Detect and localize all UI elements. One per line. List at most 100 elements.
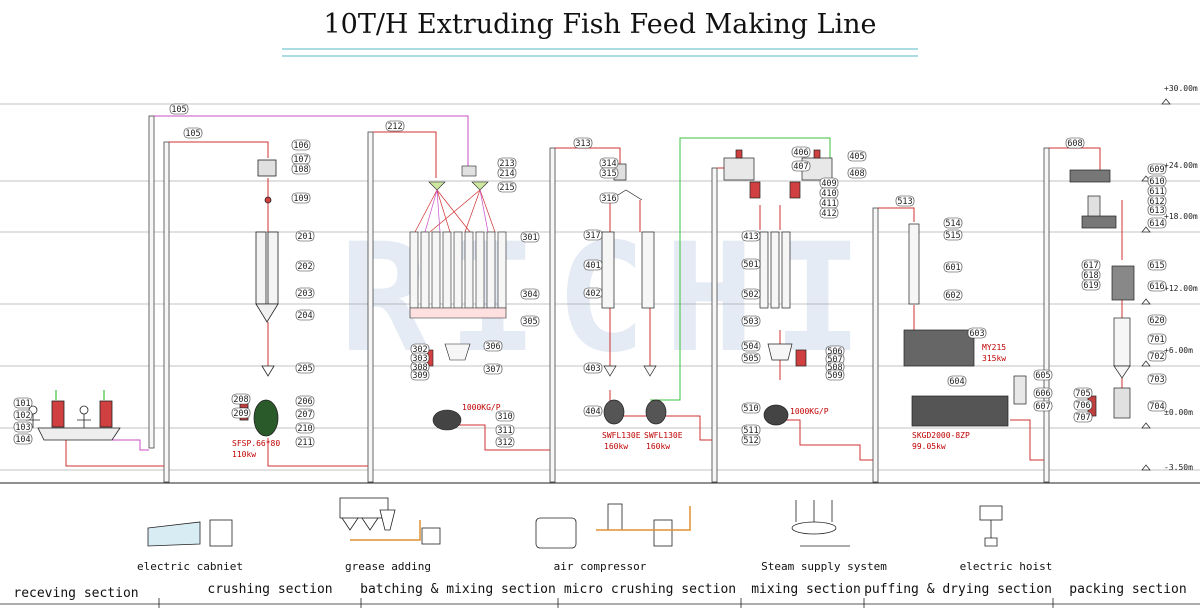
equipment-tag: 601 bbox=[943, 261, 963, 273]
equipment-tag: 614 bbox=[1147, 217, 1167, 229]
equipment-tag-label: 102 bbox=[15, 411, 30, 421]
equipment-tag-label: 310 bbox=[497, 412, 512, 422]
equipment-tag: 617 bbox=[1081, 259, 1101, 271]
equipment-tag-label: 105 bbox=[171, 105, 186, 115]
equipment-tag-label: 701 bbox=[1149, 335, 1164, 345]
equipment-tag-label: 309 bbox=[412, 371, 427, 381]
diagram-title: 10T/H Extruding Fish Feed Making Line bbox=[323, 9, 876, 40]
equipment-tag: 707 bbox=[1073, 411, 1093, 423]
equipment-tag: 607 bbox=[1033, 400, 1053, 412]
batching-bins bbox=[409, 165, 507, 431]
equipment-tag-label: 306 bbox=[485, 342, 500, 352]
equipment-tag-label: 312 bbox=[497, 438, 512, 448]
equipment-tag: 205 bbox=[295, 362, 315, 374]
equipment-tag: 701 bbox=[1147, 333, 1167, 345]
machine-label: 110kw bbox=[232, 450, 256, 459]
equipment-tag-label: 201 bbox=[297, 232, 312, 242]
equipment-tag: 304 bbox=[520, 288, 540, 300]
equipment-tag: 314 bbox=[599, 157, 619, 169]
equipment-tag: 403 bbox=[583, 362, 603, 374]
machine-label: SKGD2000-8ZP bbox=[912, 431, 970, 440]
equipment-tag: 212 bbox=[385, 120, 405, 132]
equipment-tag: 105 bbox=[169, 103, 189, 115]
equipment-tag-label: 105 bbox=[185, 129, 200, 139]
equipment-tag: 305 bbox=[520, 315, 540, 327]
mixing-equipment bbox=[723, 149, 833, 426]
crushing-equipment bbox=[239, 159, 279, 437]
equipment-tag-label: 619 bbox=[1083, 281, 1098, 291]
equipment-tag-label: 617 bbox=[1083, 261, 1098, 271]
level-label: +24.00m bbox=[1164, 161, 1198, 170]
equipment-tag-label: 704 bbox=[1149, 402, 1164, 412]
equipment-tag: 404 bbox=[583, 405, 603, 417]
equipment-tag-label: 303 bbox=[412, 354, 427, 364]
section-name: puffing & drying section bbox=[864, 582, 1052, 597]
equipment-tag: 315 bbox=[599, 167, 619, 179]
equipment-tag: 704 bbox=[1147, 400, 1167, 412]
equipment-tag-label: 401 bbox=[585, 261, 600, 271]
equipment-tag: 605 bbox=[1033, 369, 1053, 381]
equipment-tag-label: 618 bbox=[1083, 271, 1098, 281]
equipment-tag-label: 302 bbox=[412, 345, 427, 355]
equipment-tag: 204 bbox=[295, 309, 315, 321]
equipment-tag: 209 bbox=[231, 407, 251, 419]
equipment-tag: 407 bbox=[791, 160, 811, 172]
equipment-tag-label: 202 bbox=[297, 262, 312, 272]
section-name: packing section bbox=[1069, 582, 1186, 597]
equipment-tag-label: 607 bbox=[1035, 402, 1050, 412]
equipment-tag: 703 bbox=[1147, 373, 1167, 385]
equipment-tag: 107 bbox=[291, 153, 311, 165]
equipment-tag: 409 bbox=[819, 177, 839, 189]
equipment-tag-label: 207 bbox=[297, 410, 312, 420]
equipment-tag: 602 bbox=[943, 289, 963, 301]
equipment-tag-label: 215 bbox=[499, 183, 514, 193]
level-label: +30.00m bbox=[1164, 84, 1198, 93]
equipment-tag-label: 603 bbox=[969, 329, 984, 339]
equipment-tag-label: 508 bbox=[827, 363, 842, 373]
equipment-tag: 313 bbox=[573, 137, 593, 149]
equipment-tag: 613 bbox=[1147, 204, 1167, 216]
level-label: +6.00m bbox=[1164, 346, 1193, 355]
equipment-tag-label: 604 bbox=[949, 377, 964, 387]
equipment-tag-label: 514 bbox=[945, 219, 960, 229]
equipment-caption: grease adding bbox=[345, 560, 431, 573]
machine-label: SWFL130E bbox=[602, 431, 641, 440]
equipment-tag-label: 502 bbox=[743, 290, 758, 300]
equipment-tag: 302 bbox=[410, 343, 430, 355]
machine-label: SWFL130E bbox=[644, 431, 683, 440]
equipment-tag-label: 513 bbox=[897, 197, 912, 207]
equipment-tag-label: 703 bbox=[1149, 375, 1164, 385]
equipment-tag-label: 503 bbox=[743, 317, 758, 327]
level-label: +12.00m bbox=[1164, 284, 1198, 293]
equipment-tag-label: 608 bbox=[1067, 139, 1082, 149]
equipment-tag-label: 307 bbox=[485, 365, 500, 375]
equipment-tag-label: 317 bbox=[585, 231, 600, 241]
equipment-tag-label: 301 bbox=[522, 233, 537, 243]
equipment-tag: 608 bbox=[1065, 137, 1085, 149]
machine-label: 160kw bbox=[646, 442, 670, 451]
equipment-tag-label: 405 bbox=[849, 152, 864, 162]
equipment-tag-label: 702 bbox=[1149, 352, 1164, 362]
equipment-tag: 408 bbox=[847, 167, 867, 179]
equipment-tag-label: 506 bbox=[827, 347, 842, 357]
equipment-tag-label: 615 bbox=[1149, 261, 1164, 271]
equipment-tag: 619 bbox=[1081, 279, 1101, 291]
equipment-tag-label: 511 bbox=[743, 426, 758, 436]
section-dividers bbox=[0, 598, 1200, 608]
equipment-tag-label: 311 bbox=[497, 426, 512, 436]
equipment-tag-label: 209 bbox=[233, 409, 248, 419]
equipment-tag-label: 315 bbox=[601, 169, 616, 179]
equipment-tag-label: 609 bbox=[1149, 165, 1164, 175]
equipment-caption: electric hoist bbox=[960, 560, 1053, 573]
equipment-tag: 309 bbox=[410, 369, 430, 381]
equipment-tag-label: 308 bbox=[412, 363, 427, 373]
machine-label: 315kw bbox=[982, 354, 1006, 363]
equipment-tag-label: 304 bbox=[522, 290, 537, 300]
equipment-tag-label: 510 bbox=[743, 404, 758, 414]
equipment-tag: 510 bbox=[741, 402, 761, 414]
equipment-tag-label: 205 bbox=[297, 364, 312, 374]
equipment-caption: air compressor bbox=[554, 560, 647, 573]
equipment-tag: 616 bbox=[1147, 280, 1167, 292]
equipment-tag: 515 bbox=[943, 229, 963, 241]
